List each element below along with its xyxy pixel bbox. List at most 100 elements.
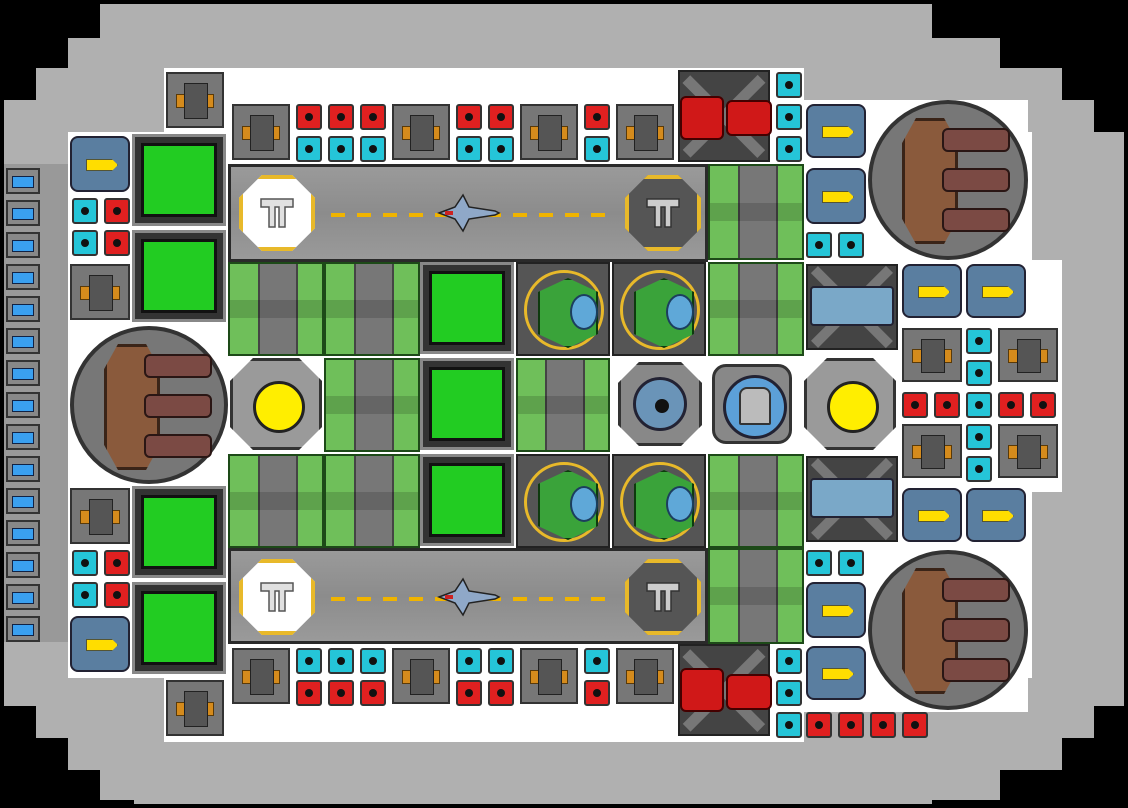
ammo-crate-icon[interactable] — [776, 712, 802, 738]
missile-launcher-icon[interactable] — [902, 264, 962, 318]
ammo-crate-icon[interactable] — [934, 392, 960, 418]
fuel-tank-icon[interactable] — [228, 262, 324, 356]
ammo-crate-icon[interactable] — [72, 582, 98, 608]
ammo-crate-icon[interactable] — [966, 360, 992, 386]
ammo-crate-icon[interactable] — [488, 680, 514, 706]
ammo-crate-icon[interactable] — [776, 104, 802, 130]
ammo-crate-icon[interactable] — [776, 680, 802, 706]
ammo-crate-icon[interactable] — [104, 582, 130, 608]
autocannon-icon[interactable] — [392, 648, 450, 704]
heavy-turret-icon[interactable] — [70, 326, 228, 484]
ammo-crate-icon[interactable] — [296, 104, 322, 130]
landing-pad-icon[interactable] — [625, 175, 701, 251]
missile-launcher-icon[interactable] — [70, 136, 130, 192]
autocannon-icon[interactable] — [232, 104, 290, 160]
ammo-crate-icon[interactable] — [456, 136, 482, 162]
ammo-crate-icon[interactable] — [870, 712, 896, 738]
combat-drone-icon[interactable] — [516, 262, 610, 356]
fuel-tank-icon[interactable] — [228, 454, 324, 548]
cargo-container-icon[interactable] — [420, 358, 514, 450]
landing-pad-icon[interactable] — [239, 175, 315, 251]
ammo-crate-icon[interactable] — [488, 136, 514, 162]
combat-drone-icon[interactable] — [612, 262, 706, 356]
shield-generator-icon[interactable] — [618, 362, 702, 446]
fuel-tank-icon[interactable] — [708, 164, 804, 260]
autocannon-icon[interactable] — [616, 648, 674, 704]
ammo-crate-icon[interactable] — [584, 104, 610, 130]
autocannon-icon[interactable] — [232, 648, 290, 704]
autocannon-icon[interactable] — [902, 328, 962, 382]
heavy-turret-icon[interactable] — [868, 100, 1028, 260]
autocannon-icon[interactable] — [998, 424, 1058, 478]
ammo-crate-icon[interactable] — [104, 550, 130, 576]
fighter-ship-icon[interactable] — [437, 193, 501, 233]
missile-launcher-icon[interactable] — [806, 104, 866, 158]
ammo-crate-icon[interactable] — [584, 136, 610, 162]
autocannon-icon[interactable] — [520, 104, 578, 160]
landing-pad-icon[interactable] — [239, 559, 315, 635]
reactor-icon[interactable] — [230, 358, 322, 450]
ammo-crate-icon[interactable] — [360, 136, 386, 162]
ammo-crate-icon[interactable] — [456, 104, 482, 130]
combat-drone-icon[interactable] — [612, 454, 706, 548]
landing-pad-icon[interactable] — [625, 559, 701, 635]
ammo-crate-icon[interactable] — [838, 550, 864, 576]
ammo-crate-icon[interactable] — [806, 712, 832, 738]
ammo-crate-icon[interactable] — [966, 392, 992, 418]
autocannon-icon[interactable] — [166, 680, 224, 736]
autocannon-icon[interactable] — [70, 264, 130, 320]
cargo-container-icon[interactable] — [420, 454, 514, 546]
ammo-crate-icon[interactable] — [966, 456, 992, 482]
fuel-tank-icon[interactable] — [324, 262, 420, 356]
combat-drone-icon[interactable] — [516, 454, 610, 548]
fighter-ship-icon[interactable] — [437, 577, 501, 617]
ammo-crate-icon[interactable] — [776, 648, 802, 674]
ammo-crate-icon[interactable] — [328, 648, 354, 674]
fuel-tank-icon[interactable] — [708, 454, 804, 548]
fuel-tank-icon[interactable] — [324, 358, 420, 452]
ammo-crate-icon[interactable] — [776, 136, 802, 162]
ammo-crate-icon[interactable] — [360, 104, 386, 130]
cargo-container-icon[interactable] — [132, 582, 226, 674]
autocannon-icon[interactable] — [166, 72, 224, 128]
missile-launcher-icon[interactable] — [806, 168, 866, 224]
missile-launcher-icon[interactable] — [806, 646, 866, 700]
ammo-crate-icon[interactable] — [104, 198, 130, 224]
ammo-crate-icon[interactable] — [296, 680, 322, 706]
ammo-crate-icon[interactable] — [838, 232, 864, 258]
reactor-icon[interactable] — [804, 358, 896, 450]
ammo-crate-icon[interactable] — [902, 392, 928, 418]
ammo-crate-icon[interactable] — [806, 232, 832, 258]
ammo-crate-icon[interactable] — [360, 648, 386, 674]
fuel-tank-icon[interactable] — [708, 548, 804, 644]
missile-launcher-icon[interactable] — [966, 488, 1026, 542]
missile-launcher-icon[interactable] — [806, 582, 866, 638]
fuel-tank-icon[interactable] — [516, 358, 610, 452]
cargo-container-icon[interactable] — [132, 134, 226, 226]
ammo-crate-icon[interactable] — [584, 648, 610, 674]
ammo-crate-icon[interactable] — [488, 104, 514, 130]
fuel-tank-icon[interactable] — [324, 454, 420, 548]
ammo-crate-icon[interactable] — [488, 648, 514, 674]
autocannon-icon[interactable] — [520, 648, 578, 704]
ammo-crate-icon[interactable] — [328, 136, 354, 162]
ammo-crate-icon[interactable] — [104, 230, 130, 256]
ammo-crate-icon[interactable] — [328, 680, 354, 706]
ammo-crate-icon[interactable] — [902, 712, 928, 738]
cargo-container-icon[interactable] — [132, 230, 226, 322]
ammo-crate-icon[interactable] — [328, 104, 354, 130]
autocannon-icon[interactable] — [70, 488, 130, 544]
autocannon-icon[interactable] — [616, 104, 674, 160]
ammo-crate-icon[interactable] — [72, 550, 98, 576]
ammo-crate-icon[interactable] — [584, 680, 610, 706]
fuel-tank-icon[interactable] — [708, 262, 804, 356]
cargo-container-icon[interactable] — [132, 486, 226, 578]
cockpit-icon[interactable] — [712, 364, 792, 444]
ammo-crate-icon[interactable] — [806, 550, 832, 576]
ammo-crate-icon[interactable] — [776, 72, 802, 98]
ammo-crate-icon[interactable] — [456, 680, 482, 706]
ammo-crate-icon[interactable] — [966, 424, 992, 450]
autocannon-icon[interactable] — [998, 328, 1058, 382]
missile-launcher-icon[interactable] — [902, 488, 962, 542]
ammo-crate-icon[interactable] — [838, 712, 864, 738]
